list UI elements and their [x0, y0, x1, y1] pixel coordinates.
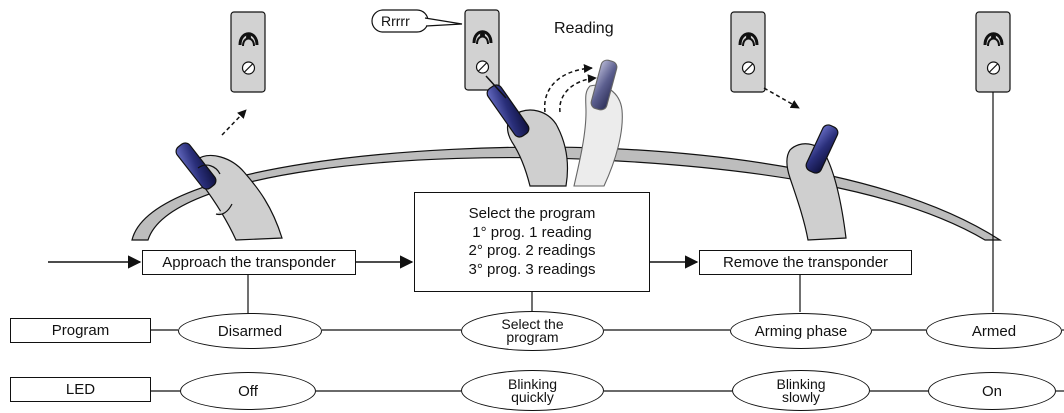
select-program-option-2: 2° prog. 2 readings: [468, 242, 596, 259]
hand-with-transponder-icon: [786, 124, 847, 241]
program-state-select-line1: Select the: [501, 316, 564, 332]
sound-bubble-text: Rrrrr: [381, 13, 410, 29]
hand-with-transponder-icon: [573, 59, 623, 187]
wall-reader-icon: [464, 9, 500, 91]
led-state-blinking-slowly: Blinking slowly: [732, 370, 870, 411]
connectors: [151, 92, 1064, 392]
wall-reader-icon: [975, 11, 1011, 93]
row-label-program: Program: [10, 318, 151, 343]
hand-with-transponder-icon: [485, 75, 569, 187]
step-select-program: Select the program 1° prog. 1 reading 2°…: [414, 192, 650, 292]
select-program-option-3: 3° prog. 3 readings: [468, 260, 596, 278]
program-state-arming-phase: Arming phase: [730, 313, 872, 349]
led-state-off: Off: [180, 372, 316, 410]
step-remove-transponder: Remove the transponder: [699, 250, 912, 275]
program-state-disarmed: Disarmed: [178, 313, 322, 349]
arc-band: [131, 146, 1003, 241]
select-program-title: Select the program: [468, 205, 596, 222]
row-label-led: LED: [10, 377, 151, 402]
led-state-blinking-quickly: Blinking quickly: [461, 370, 604, 411]
led-state-on: On: [928, 372, 1056, 410]
program-state-armed: Armed: [926, 313, 1062, 349]
hand-with-transponder-icon: [175, 142, 283, 241]
speech-bubble: [371, 9, 463, 33]
program-state-select-line2: program: [506, 329, 559, 345]
step-approach-transponder: Approach the transponder: [142, 250, 356, 275]
led-state-slow-line1: Blinking: [776, 375, 826, 392]
led-state-slow-line2: slowly: [781, 388, 821, 405]
wall-reader-icon: [230, 11, 266, 93]
reading-label: Reading: [554, 20, 614, 37]
wall-reader-icon: [730, 11, 766, 93]
motion-arrow-icon: [221, 64, 800, 136]
led-state-quick-line1: Blinking: [507, 375, 558, 392]
led-state-quick-line2: quickly: [511, 388, 554, 405]
program-state-select-program: Select the program: [461, 311, 604, 351]
select-program-option-1: 1° prog. 1 reading: [472, 223, 592, 241]
